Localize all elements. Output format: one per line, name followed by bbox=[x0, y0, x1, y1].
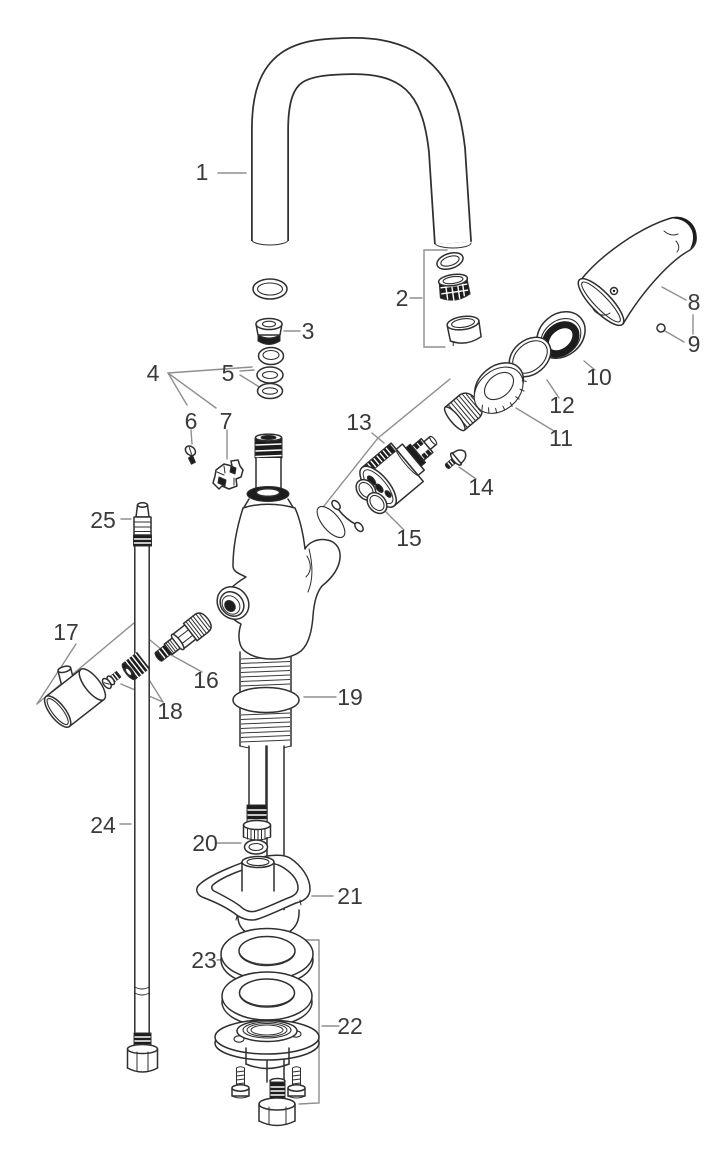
label-5: 5 bbox=[222, 360, 235, 386]
label-17: 17 bbox=[53, 619, 79, 645]
label-25: 25 bbox=[90, 507, 116, 533]
label-22: 22 bbox=[337, 1013, 363, 1039]
stud-hex-nut bbox=[258, 1077, 296, 1127]
part-number-labels: 1 2 3 4 5 6 7 8 9 10 11 12 13 14 15 16 1… bbox=[53, 159, 700, 1039]
part-hose-fitting-stack bbox=[241, 804, 275, 892]
label-18: 18 bbox=[157, 698, 183, 724]
label-19: 19 bbox=[337, 684, 363, 710]
label-14: 14 bbox=[468, 474, 494, 500]
aerator-insert bbox=[437, 273, 471, 301]
part-supply-hose bbox=[126, 502, 159, 1073]
part-seal-rings bbox=[256, 346, 285, 400]
part-handle bbox=[577, 216, 697, 327]
label-23: 23 bbox=[191, 947, 217, 973]
part-18-screw bbox=[101, 670, 122, 690]
flanged-nut bbox=[214, 1019, 320, 1070]
hose-bottom-nut bbox=[126, 1032, 159, 1073]
part-pin bbox=[656, 323, 666, 333]
label-3: 3 bbox=[302, 318, 315, 344]
part-washer-23 bbox=[220, 927, 314, 987]
aerator-sleeve bbox=[446, 315, 482, 347]
part-small-screw bbox=[184, 445, 197, 465]
part-spout bbox=[251, 36, 472, 249]
label-1: 1 bbox=[196, 159, 209, 185]
label-24: 24 bbox=[90, 812, 116, 838]
part-18-knurled-nut bbox=[121, 652, 150, 681]
body-side-port bbox=[216, 586, 250, 620]
mounting-screw-right bbox=[287, 1066, 306, 1099]
part-spout-oring bbox=[252, 278, 288, 300]
label-12: 12 bbox=[549, 392, 575, 418]
part-plastic-insert bbox=[212, 459, 244, 490]
mounting-screw-left bbox=[231, 1066, 250, 1099]
label-20: 20 bbox=[192, 830, 218, 856]
label-10: 10 bbox=[586, 364, 612, 390]
label-11: 11 bbox=[549, 425, 573, 451]
label-13: 13 bbox=[346, 409, 372, 435]
part-orings-clip bbox=[331, 478, 388, 533]
inner-tube-short bbox=[248, 745, 267, 806]
part-mounting-set bbox=[214, 971, 320, 1127]
label-4: 4 bbox=[147, 360, 160, 386]
body-riser-pipe bbox=[242, 433, 295, 510]
part-faucet-body bbox=[216, 503, 346, 660]
part-aerator-set bbox=[436, 251, 482, 347]
part-cap-11 bbox=[473, 362, 527, 414]
label-15: 15 bbox=[396, 525, 422, 551]
label-6: 6 bbox=[185, 408, 198, 434]
label-7: 7 bbox=[220, 408, 233, 434]
label-21: 21 bbox=[337, 883, 363, 909]
label-8: 8 bbox=[688, 289, 701, 315]
label-16: 16 bbox=[193, 667, 219, 693]
part-nut bbox=[255, 317, 283, 345]
part-valve bbox=[154, 612, 212, 662]
part-knob bbox=[43, 665, 107, 728]
part-cartridge bbox=[359, 435, 438, 508]
label-2: 2 bbox=[396, 285, 409, 311]
label-9: 9 bbox=[688, 331, 701, 357]
part-threaded-shank bbox=[232, 651, 300, 750]
part-cartridge-screw bbox=[444, 449, 467, 469]
hose-top-fitting bbox=[133, 502, 152, 547]
